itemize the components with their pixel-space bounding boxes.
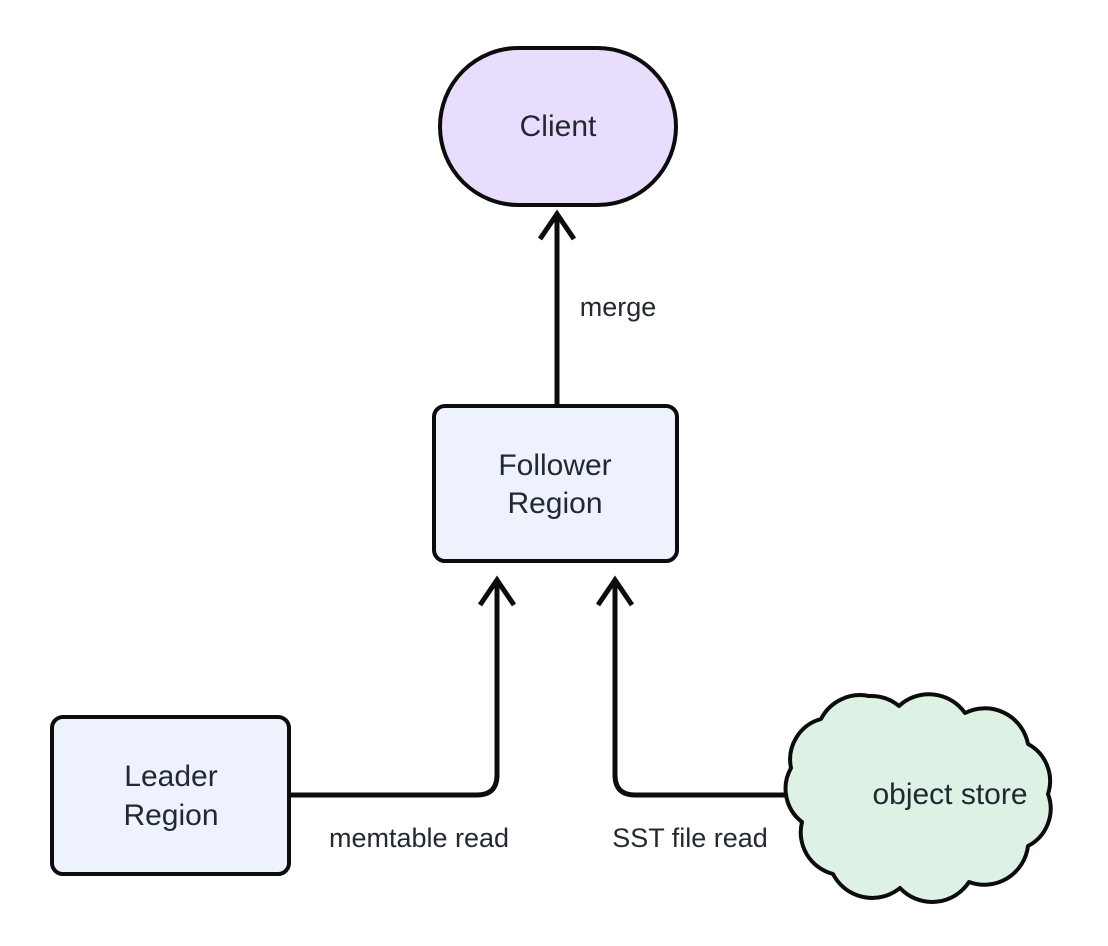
edge-label-sst-file-read-group: SST file read <box>612 823 768 853</box>
edge-memtable-read-arrowhead <box>477 575 517 607</box>
edge-label-memtable-read-group: memtable read <box>329 823 509 853</box>
node-follower-region-label-line2: Region <box>507 487 602 520</box>
edge-sst-file-read <box>595 575 824 798</box>
edge-label-merge-group: merge <box>580 292 657 322</box>
edge-label-memtable-read: memtable read <box>329 823 509 853</box>
node-follower-region[interactable]: Follower Region <box>432 404 679 563</box>
node-leader-region-shape <box>50 715 291 876</box>
node-object-store-shape <box>783 692 1053 904</box>
node-client[interactable]: Client <box>438 46 678 207</box>
node-client-label: Client <box>520 110 597 143</box>
edge-merge-arrowhead <box>537 209 577 241</box>
node-leader-region[interactable]: Leader Region <box>50 715 291 876</box>
edge-sst-file-read-line <box>612 582 824 798</box>
edge-label-sst-file-read: SST file read <box>612 823 768 853</box>
edge-sst-file-read-arrowhead <box>595 575 635 607</box>
node-leader-region-label-line1: Leader <box>124 760 217 793</box>
edge-memtable-read-line <box>289 582 500 798</box>
node-object-store[interactable]: object store <box>783 692 1053 904</box>
node-object-store-label: object store <box>872 778 1027 811</box>
edge-merge <box>537 209 577 406</box>
edge-memtable-read <box>289 575 517 798</box>
node-follower-region-label-line1: Follower <box>498 449 611 482</box>
node-leader-region-label-line2: Region <box>123 799 218 832</box>
node-follower-region-shape <box>432 404 679 563</box>
node-client-shape <box>438 46 678 207</box>
edge-label-merge: merge <box>580 292 657 322</box>
